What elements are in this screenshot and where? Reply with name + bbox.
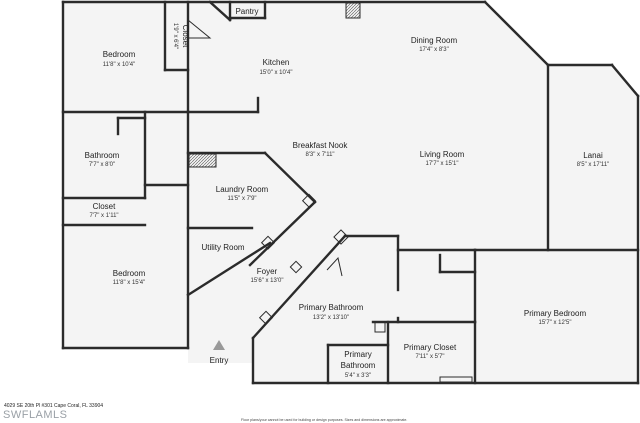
utility-room-label: Utility Room bbox=[201, 243, 244, 252]
walls bbox=[61, 0, 640, 385]
lanai-label: Lanai bbox=[583, 151, 603, 160]
entry-label: Entry bbox=[210, 356, 229, 365]
footer-disclaimer: Floor plans/your cannot be used for buil… bbox=[241, 418, 408, 422]
bedroom-2-dims: 11'8" x 15'4" bbox=[113, 280, 145, 286]
primary-bath-small-label-2: Bathroom bbox=[341, 361, 376, 370]
dining-room-dims: 17'4" x 8'3" bbox=[419, 47, 449, 53]
living-room-dims: 17'7" x 15'1" bbox=[426, 161, 459, 167]
closet-top-dims: 1'9" x 6'4" bbox=[172, 23, 178, 49]
bathroom-label: Bathroom bbox=[85, 151, 120, 160]
living-room-label: Living Room bbox=[420, 150, 465, 159]
primary-bathroom-label: Primary Bathroom bbox=[299, 303, 364, 312]
foyer-dims: 15'6" x 13'0" bbox=[251, 278, 284, 284]
closet-left-label: Closet bbox=[93, 202, 116, 211]
pantry-label: Pantry bbox=[235, 7, 258, 16]
brand-watermark: SWFLAMLS bbox=[3, 409, 68, 421]
laundry-room-label: Laundry Room bbox=[216, 185, 269, 194]
floor-area bbox=[63, 2, 638, 383]
primary-bedroom-label: Primary Bedroom bbox=[524, 309, 587, 318]
door-details bbox=[187, 18, 473, 383]
lanai-dims: 8'5" x 17'11" bbox=[577, 162, 609, 168]
primary-bath-small-label-1: Primary bbox=[344, 350, 372, 359]
foyer-label: Foyer bbox=[257, 267, 278, 276]
primary-closet-label: Primary Closet bbox=[404, 343, 457, 352]
entry-arrow bbox=[213, 340, 225, 350]
primary-closet-dims: 7'11" x 5'7" bbox=[415, 354, 444, 360]
kitchen-dims: 15'0" x 10'4" bbox=[260, 70, 293, 76]
footer-address: 4029 SE 20th Pl #301 Cape Coral, FL 3390… bbox=[4, 403, 104, 409]
hatch-chimney bbox=[345, 2, 361, 19]
bedroom-2-label: Bedroom bbox=[113, 269, 146, 278]
breakfast-nook-label: Breakfast Nook bbox=[293, 141, 349, 150]
dining-room-label: Dining Room bbox=[411, 36, 458, 45]
closet-left-dims: 7'7" x 1'11" bbox=[89, 213, 118, 219]
primary-bathroom-dims: 13'2" x 13'10" bbox=[313, 315, 349, 321]
bathroom-dims: 7'7" x 8'0" bbox=[89, 162, 115, 168]
closet-top-label: Closet bbox=[181, 25, 190, 48]
laundry-room-dims: 11'5" x 7'9" bbox=[227, 196, 256, 202]
kitchen-label: Kitchen bbox=[263, 58, 290, 67]
hatch-nook bbox=[188, 153, 217, 168]
primary-bath-small-dims: 5'4" x 3'3" bbox=[345, 373, 371, 379]
bedroom-1-label: Bedroom bbox=[103, 50, 136, 59]
bedroom-1-dims: 11'8" x 10'4" bbox=[103, 62, 135, 68]
primary-bedroom-dims: 15'7" x 12'5" bbox=[539, 320, 572, 326]
breakfast-nook-dims: 8'3" x 7'11" bbox=[305, 152, 334, 158]
